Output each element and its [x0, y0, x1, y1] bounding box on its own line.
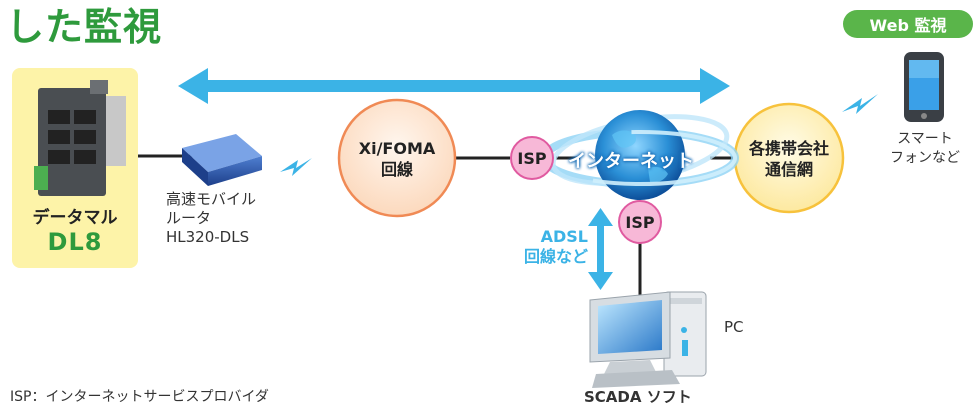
- smartphone-label: スマート フォンなど: [880, 130, 970, 168]
- isp-footnote: ISP：インターネットサービスプロバイダ: [10, 389, 269, 405]
- carrier-line1: 各携帯会社: [748, 139, 829, 158]
- datamar-model: DL8: [47, 228, 103, 256]
- wide-arrow: [178, 68, 730, 104]
- dl8-device-image: [34, 80, 126, 196]
- web-monitoring-badge: Web 監視: [843, 10, 973, 38]
- pc-label: PC: [724, 318, 744, 336]
- router-image: [182, 134, 262, 186]
- adsl-line1: ADSL: [540, 227, 588, 246]
- isp-bubble-left: ISP: [510, 136, 554, 180]
- internet-label: インターネット: [568, 151, 694, 172]
- router-label-line1: 高速モバイル: [166, 190, 257, 208]
- isp-bubble-bottom: ISP: [618, 200, 662, 244]
- datamar-label: データマル: [32, 208, 118, 228]
- scada-label: SCADA ソフト: [584, 388, 692, 406]
- xi-foma-label: Xi/FOMA 回線: [339, 138, 455, 180]
- xi-foma-circle: [337, 98, 457, 218]
- xi-foma-line2: 回線: [380, 160, 413, 179]
- smartphone-line1: スマート: [897, 131, 953, 147]
- wireless-signal-icon-right: [842, 94, 878, 114]
- adsl-label: ADSL 回線など: [500, 227, 588, 267]
- internet-globe-icon: [541, 110, 739, 200]
- router-label-line2: ルータ: [166, 209, 212, 227]
- smartphone-icon: [904, 52, 944, 122]
- carrier-line2: 通信網: [764, 160, 813, 179]
- adsl-arrow: [588, 208, 613, 290]
- adsl-line2: 回線など: [523, 247, 588, 266]
- smartphone-line2: フォンなど: [890, 150, 960, 166]
- router-label: 高速モバイル ルータ HL320-DLS: [166, 190, 256, 247]
- carrier-label: 各携帯会社 通信網: [735, 138, 843, 180]
- wireless-signal-icon-left: [280, 158, 312, 176]
- xi-foma-line1: Xi/FOMA: [358, 139, 436, 158]
- pc-image: [589, 291, 707, 388]
- page-title: した監視: [6, 5, 163, 49]
- router-label-line3: HL320-DLS: [166, 228, 250, 246]
